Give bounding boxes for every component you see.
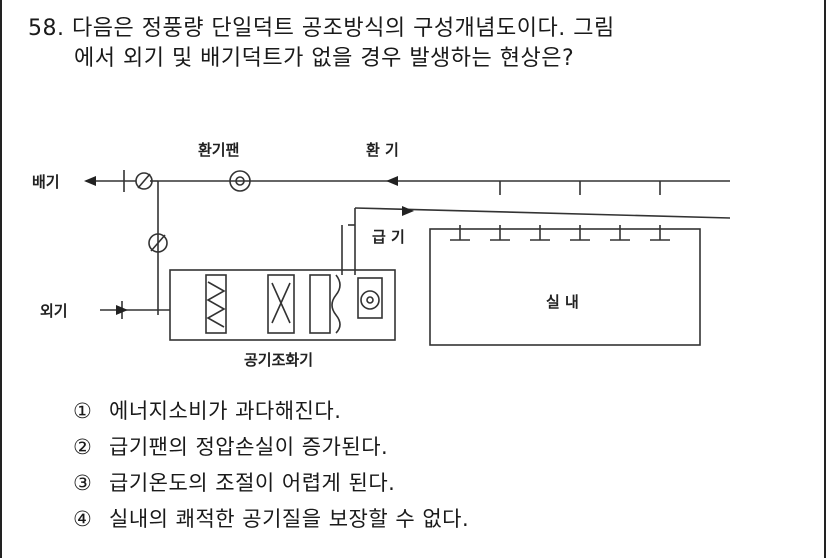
choice-2-number: ② <box>73 435 93 459</box>
outdoor-air-arrow <box>116 305 128 315</box>
choice-3[interactable]: ③ 급기온도의 조절이 어렵게 된다. <box>73 465 469 501</box>
return-damper <box>148 233 168 253</box>
hvac-diagram: 배기 환기팬 환 기 급 기 외기 실 내 공기조화기 <box>32 141 730 369</box>
exhaust-arrow <box>84 176 96 186</box>
room-label: 실 내 <box>546 293 579 311</box>
choice-3-text: 급기온도의 조절이 어렵게 된다. <box>109 471 396 495</box>
choice-2[interactable]: ② 급기팬의 정압손실이 증가된다. <box>73 429 469 465</box>
return-arrow <box>386 176 398 186</box>
supply-label: 급 기 <box>372 228 405 246</box>
choice-1-number: ① <box>73 399 93 423</box>
question-stem-line-2: 에서 외기 및 배기덕트가 없을 경우 발생하는 현상은? <box>74 46 575 71</box>
supply-arrow <box>402 206 414 216</box>
question-line-1: 58. 다음은 정풍량 단일덕트 공조방식의 구성개념도이다. 그림 <box>28 14 615 44</box>
question-stem-line-1: 다음은 정풍량 단일덕트 공조방식의 구성개념도이다. 그림 <box>72 16 615 41</box>
choice-1-text: 에너지소비가 과다해진다. <box>109 399 342 423</box>
supply-fan <box>360 290 380 310</box>
choice-2-text: 급기팬의 정압손실이 증가된다. <box>109 435 389 459</box>
choice-list: ① 에너지소비가 과다해진다. ② 급기팬의 정압손실이 증가된다. ③ 급기온도의 … <box>73 393 469 537</box>
outdoor-air-label: 외기 <box>40 302 68 320</box>
return-air-label: 환 기 <box>366 141 399 159</box>
exhaust-label: 배기 <box>32 173 60 191</box>
ahu-label: 공기조화기 <box>244 351 313 369</box>
choice-4-text: 실내의 쾌적한 공기질을 보장할 수 없다. <box>109 507 470 531</box>
question-number: 58. <box>28 16 65 41</box>
return-fan-label: 환기팬 <box>198 141 239 159</box>
choice-1[interactable]: ① 에너지소비가 과다해진다. <box>73 393 469 429</box>
choice-3-number: ③ <box>73 471 93 495</box>
choice-4[interactable]: ④ 실내의 쾌적한 공기질을 보장할 수 없다. <box>73 501 469 537</box>
return-fan <box>229 170 251 192</box>
exhaust-damper <box>135 172 153 190</box>
question-text: 58. 다음은 정풍량 단일덕트 공조방식의 구성개념도이다. 그림 에서 외기… <box>28 14 615 74</box>
choice-4-number: ④ <box>73 507 93 531</box>
